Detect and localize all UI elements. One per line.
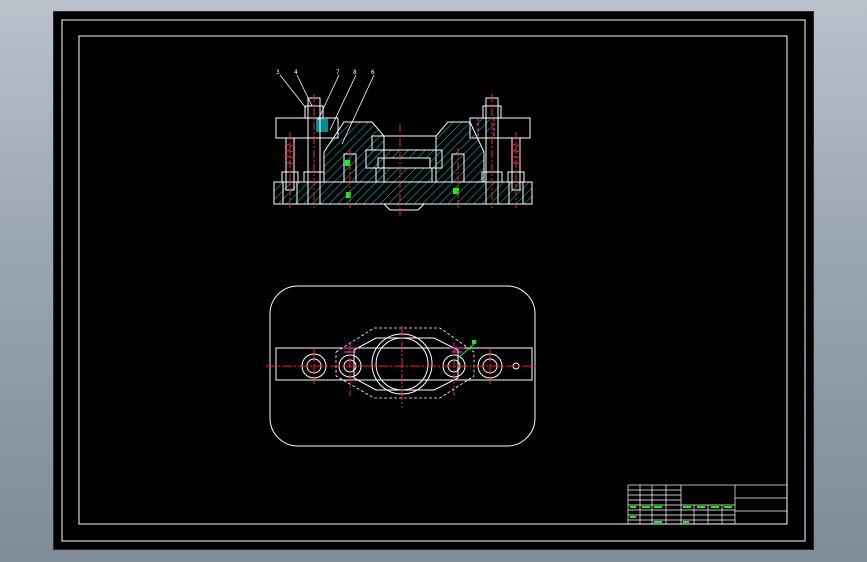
cad-drawing: 3 4 7 8 6 (61, 19, 806, 542)
outer-frame (61, 19, 806, 542)
part-label-6: 6 (371, 69, 375, 76)
front-section-view: 3 4 7 8 6 (273, 69, 533, 216)
part-label-3: 3 (276, 69, 280, 76)
cad-viewport[interactable]: 3 4 7 8 6 (53, 11, 814, 550)
title-block (627, 484, 788, 525)
top-plan-view (266, 285, 538, 447)
inner-frame (78, 35, 788, 525)
title-block-fill-marks (630, 506, 732, 523)
part-label-7: 7 (336, 69, 340, 76)
part-label-4: 4 (294, 69, 298, 76)
part-label-8: 8 (353, 69, 357, 76)
